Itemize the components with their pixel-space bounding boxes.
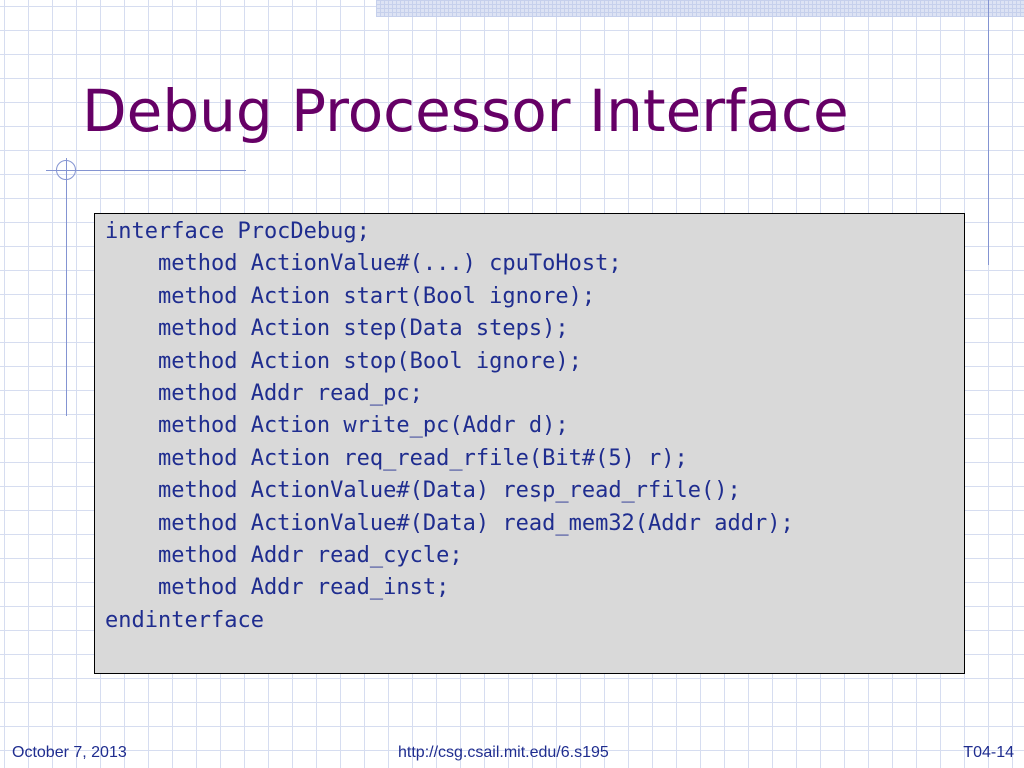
footer-date: October 7, 2013 <box>12 744 127 761</box>
code-line: method ActionValue#(...) cpuToHost; <box>105 251 622 277</box>
code-line: method Addr read_cycle; <box>105 543 463 569</box>
code-line: method Action stop(Bool ignore); <box>105 348 582 374</box>
code-line: method Action step(Data steps); <box>105 316 569 342</box>
code-line: method Action start(Bool ignore); <box>105 283 596 309</box>
decorative-vertical-line-left <box>66 158 67 416</box>
code-line: method Addr read_inst; <box>105 575 450 601</box>
decorative-horizontal-line <box>46 170 246 171</box>
code-line: endinterface <box>105 607 264 633</box>
code-block: interface ProcDebug; method ActionValue#… <box>94 213 965 674</box>
footer-slide-number: T04-14 <box>963 744 1014 761</box>
code-line: method Action req_read_rfile(Bit#(5) r); <box>105 445 688 471</box>
code-line: method Action write_pc(Addr d); <box>105 413 569 439</box>
code-line: method ActionValue#(Data) resp_read_rfil… <box>105 478 741 504</box>
decorative-vertical-line-right <box>988 0 989 265</box>
code-line: method ActionValue#(Data) read_mem32(Add… <box>105 510 794 536</box>
slide-title: Debug Processor Interface <box>82 77 849 145</box>
top-decorative-band <box>376 0 1024 17</box>
code-line: interface ProcDebug; <box>105 219 370 244</box>
footer-url[interactable]: http://csg.csail.mit.edu/6.s195 <box>398 744 609 761</box>
decorative-circle <box>56 160 76 180</box>
code-line: method Addr read_pc; <box>105 381 423 407</box>
